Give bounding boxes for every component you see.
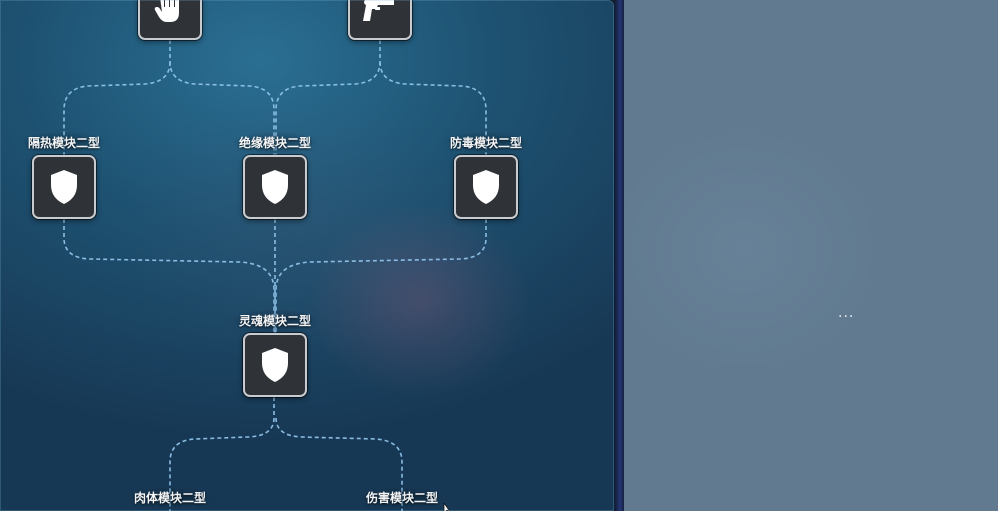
skill-node-soul-module[interactable] (243, 333, 307, 397)
link-gun-poison (379, 61, 487, 155)
link-hand-insulation (169, 40, 275, 155)
skill-node-poison-module[interactable] (454, 155, 518, 219)
mouse-cursor-icon (443, 503, 451, 511)
panel-divider (614, 0, 624, 511)
node-label-damage: 伤害模块二型 (359, 487, 445, 508)
tree-links (63, 40, 487, 511)
link-heat-soul (63, 219, 275, 333)
shield-icon (262, 348, 288, 382)
skill-node-heat-module[interactable] (32, 155, 96, 219)
skill-tree-panel: 隔热模块二型 绝缘模块二型 防毒模块二型 灵魂模块二型 肉体模块二型 伤害模块二… (0, 0, 614, 511)
pistol-icon (363, 0, 394, 21)
link-poison-soul (275, 219, 487, 333)
hand-icon (154, 0, 179, 22)
link-hand-heat (63, 61, 171, 155)
node-label-poison: 防毒模块二型 (443, 132, 529, 153)
shield-icon (262, 170, 288, 204)
skill-node-gun[interactable] (348, 0, 412, 40)
shield-icon (473, 170, 499, 204)
node-label-heat: 隔热模块二型 (21, 132, 107, 153)
link-soul-flesh (169, 397, 275, 511)
side-panel: ... (624, 0, 998, 511)
link-gun-insulation (275, 40, 381, 155)
more-options-button[interactable]: ... (838, 305, 855, 321)
shield-icon (51, 170, 77, 204)
skill-node-insulation-module[interactable] (243, 155, 307, 219)
node-label-soul: 灵魂模块二型 (232, 310, 318, 331)
node-label-flesh: 肉体模块二型 (127, 487, 213, 508)
link-soul-damage (275, 417, 403, 511)
node-label-insulation: 绝缘模块二型 (232, 132, 318, 153)
skill-node-hand[interactable] (138, 0, 202, 40)
